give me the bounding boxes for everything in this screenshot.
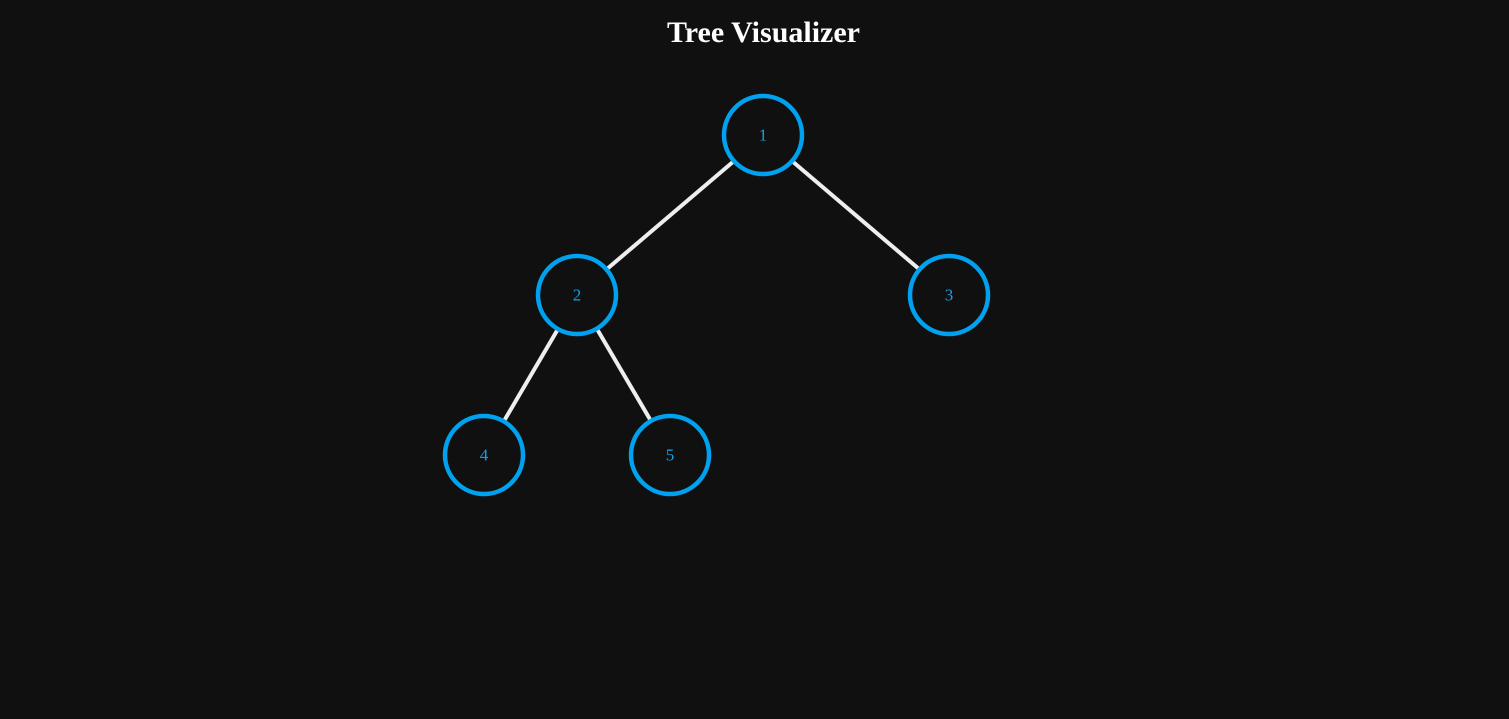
node-label: 1 — [759, 126, 768, 145]
node-circle — [907, 253, 991, 337]
node-circle — [721, 93, 805, 177]
tree-node-2[interactable]: 2 — [535, 253, 619, 337]
tree-node-5[interactable]: 5 — [628, 413, 712, 497]
tree-node-3[interactable]: 3 — [907, 253, 991, 337]
node-circle — [535, 253, 619, 337]
edge-2-4 — [502, 327, 560, 423]
node-label: 5 — [666, 446, 675, 465]
edge-2-5 — [595, 327, 653, 423]
tree-node-4[interactable]: 4 — [442, 413, 526, 497]
edge-1-2 — [605, 159, 736, 271]
node-label: 3 — [945, 286, 954, 305]
page-title: Tree Visualizer — [666, 16, 860, 49]
nodes-layer: 1 2 3 4 5 — [442, 93, 991, 497]
node-label: 4 — [480, 446, 489, 465]
edges-layer — [502, 159, 921, 423]
node-circle — [442, 413, 526, 497]
tree-node-1[interactable]: 1 — [721, 93, 805, 177]
node-label: 2 — [573, 286, 582, 305]
node-circle — [628, 413, 712, 497]
edge-1-3 — [790, 159, 921, 271]
